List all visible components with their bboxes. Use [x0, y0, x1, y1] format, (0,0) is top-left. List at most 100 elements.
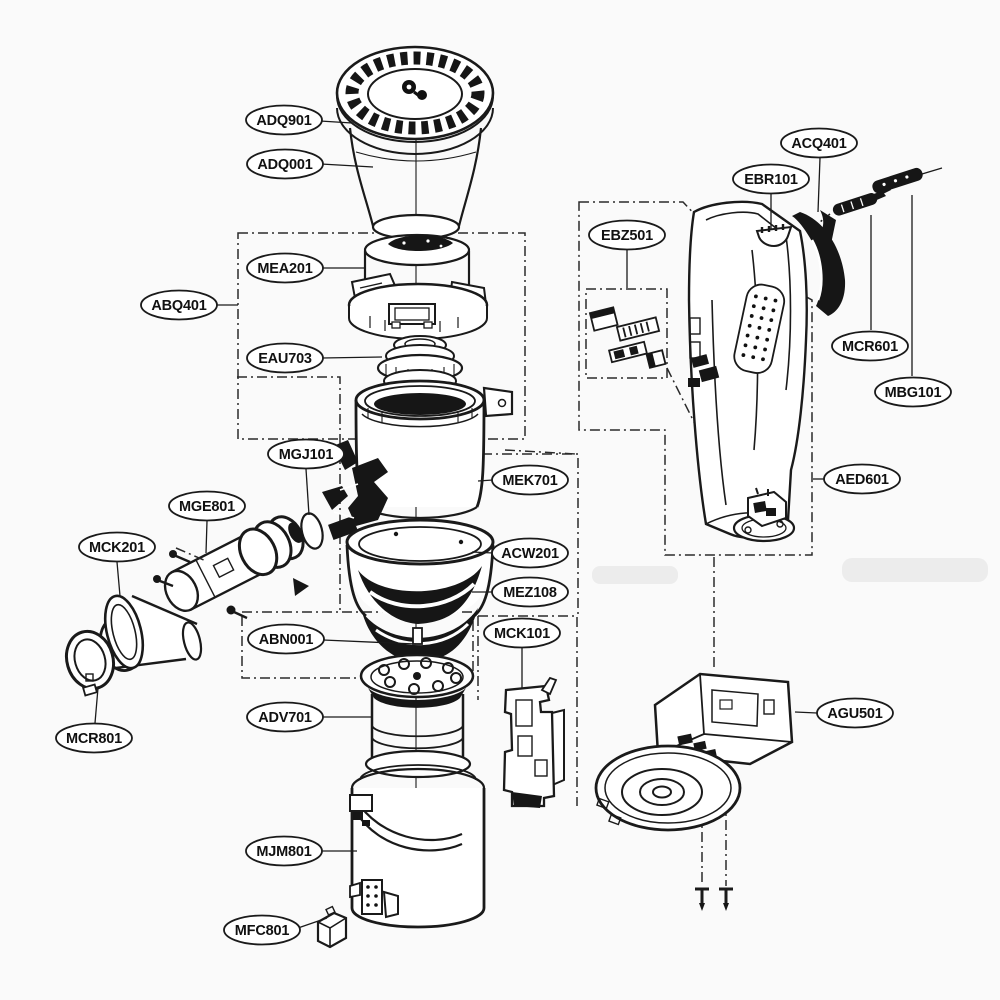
label-text: ABQ401	[151, 298, 206, 314]
leader-line	[297, 917, 328, 929]
label-text: MCK201	[89, 540, 145, 556]
part-shell-aed601	[687, 200, 808, 539]
label-bubble	[140, 289, 218, 321]
part-auger-mez108	[358, 566, 482, 662]
label-bubble	[491, 464, 569, 496]
label-text: EBZ501	[601, 228, 653, 244]
label-bubble	[245, 835, 323, 867]
leader-line	[305, 468, 310, 516]
label-text: MJM801	[256, 844, 311, 860]
part-label-mck201: MCK201	[78, 531, 156, 597]
label-bubble	[78, 531, 156, 563]
part-bracket-mck101	[502, 676, 565, 808]
label-text: ABN001	[259, 632, 314, 648]
label-text: MBG101	[885, 385, 942, 401]
screw-icon	[153, 550, 248, 620]
label-text: MEK701	[502, 473, 557, 489]
label-text: AED601	[835, 472, 889, 488]
leader-line	[817, 157, 821, 213]
label-bubble	[780, 127, 858, 159]
leader-line	[116, 561, 121, 597]
part-label-mbg101: MBG101	[874, 195, 952, 408]
label-bubble	[247, 623, 325, 655]
label-bubble	[246, 342, 324, 374]
part-base-agu501	[594, 672, 794, 832]
part-label-mjm801: MJM801	[245, 835, 357, 867]
part-drum-mek701	[354, 379, 514, 519]
part-label-mez108: MEZ108	[472, 576, 569, 608]
label-text: ACW201	[501, 546, 559, 562]
leader-line	[322, 639, 417, 645]
watermark-smudge	[592, 558, 988, 584]
part-press-motor-mge801	[153, 515, 305, 620]
label-bubble	[588, 219, 666, 251]
label-text: MCK101	[494, 626, 550, 642]
label-bubble	[732, 163, 810, 195]
label-bubble	[223, 914, 301, 946]
part-bearing-stack-eau703	[376, 335, 464, 393]
leader-line	[205, 520, 208, 554]
label-text: MCR601	[842, 339, 898, 355]
leader-line	[320, 163, 374, 168]
part-lid-adq901	[335, 45, 495, 155]
part-ring-mcr801	[64, 629, 116, 697]
label-bubble	[823, 463, 901, 495]
label-text: AGU501	[827, 706, 882, 722]
label-bubble	[483, 617, 561, 649]
label-bubble	[816, 697, 894, 729]
part-label-eau703: EAU703	[246, 342, 383, 374]
label-bubble	[491, 576, 569, 608]
leader-line	[321, 356, 383, 359]
part-label-abq401: ABQ401	[140, 289, 238, 321]
part-label-ebr101: EBR101	[732, 163, 810, 229]
leader-line	[94, 687, 99, 724]
part-labels-layer: ADQ901ADQ001MEA201ABQ401EAU703MGJ101MGE8…	[55, 104, 952, 946]
part-label-mcr601: MCR601	[831, 215, 909, 362]
label-bubble	[267, 438, 345, 470]
label-bubble	[831, 330, 909, 362]
leader-line	[794, 711, 818, 714]
label-bubble	[245, 104, 323, 136]
screw-icon	[695, 887, 733, 911]
part-clamp-collar	[347, 272, 489, 340]
part-label-abn001: ABN001	[247, 623, 417, 655]
label-text: ADQ001	[257, 157, 312, 173]
part-cover-mfc801	[316, 905, 348, 949]
part-main-body-mjm801	[349, 764, 486, 929]
label-text: MEA201	[257, 261, 312, 277]
part-label-ebz501: EBZ501	[588, 219, 666, 288]
part-hopper-mck201	[103, 594, 203, 670]
part-label-adv701: ADV701	[246, 701, 371, 733]
label-bubble	[246, 148, 324, 180]
part-label-agu501: AGU501	[794, 697, 894, 729]
part-label-mek701: MEK701	[477, 464, 569, 496]
label-text: EBR101	[744, 172, 798, 188]
part-handle-acq401	[792, 210, 846, 316]
part-label-mea201: MEA201	[246, 252, 366, 284]
label-text: MEZ108	[503, 585, 557, 601]
part-label-mgj101: MGJ101	[267, 438, 345, 516]
part-connector-ebr101	[755, 224, 793, 248]
part-screws-mcr601	[819, 186, 891, 223]
label-text: MGE801	[179, 499, 235, 515]
label-bubble	[55, 722, 133, 754]
part-funnel-adq001	[348, 127, 483, 241]
label-text: MFC801	[235, 923, 290, 939]
label-text: ADQ901	[256, 113, 311, 129]
part-strainer-base-abn001	[359, 627, 475, 708]
label-bubble	[246, 701, 324, 733]
part-label-mck101: MCK101	[483, 617, 561, 688]
leader-line	[319, 120, 353, 124]
leader-line	[471, 551, 494, 554]
part-label-mfc801: MFC801	[223, 914, 328, 946]
label-bubble	[246, 252, 324, 284]
part-bar-mbg101	[868, 167, 943, 202]
label-bubble	[491, 537, 569, 569]
part-label-adq001: ADQ001	[246, 148, 374, 180]
leader-line	[477, 479, 494, 482]
label-text: ACQ401	[791, 136, 846, 152]
label-text: EAU703	[258, 351, 312, 367]
label-bubble	[874, 376, 952, 408]
